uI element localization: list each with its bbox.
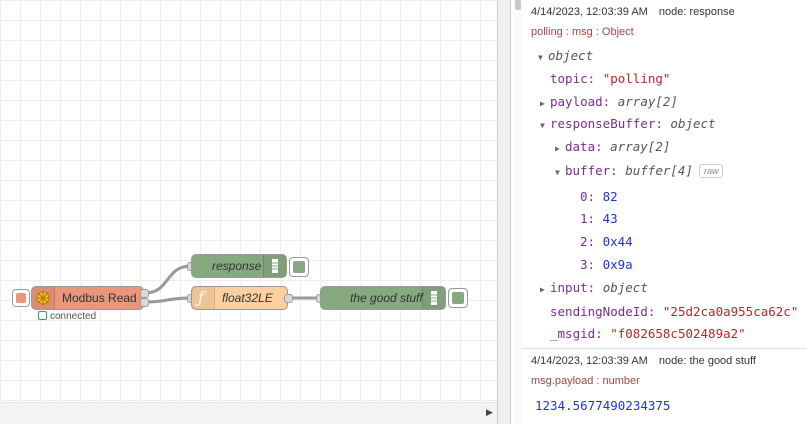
modbus-status: connected bbox=[38, 311, 96, 322]
response-label: response bbox=[212, 259, 262, 273]
buffer-entry-1: 1: 43 bbox=[580, 211, 618, 226]
buffer-entry-3: 3: 0x9a bbox=[580, 257, 633, 272]
buffer-entry-0: 0: 82 bbox=[580, 189, 618, 204]
input-row[interactable]: ▶input: object bbox=[540, 280, 648, 295]
debug-panel: 4/14/2023, 12:03:39 AM node: response po… bbox=[522, 0, 807, 424]
modbus-icon bbox=[36, 291, 50, 305]
debug-list-icon bbox=[431, 291, 437, 305]
expand-down-icon[interactable]: ▼ bbox=[540, 121, 545, 130]
message1-topic: polling : msg : Object bbox=[531, 26, 634, 38]
function-icon-box: ƒ bbox=[192, 287, 215, 309]
message1-header: 4/14/2023, 12:03:39 AM node: response bbox=[531, 6, 735, 18]
buffer-entry-2: 2: 0x44 bbox=[580, 234, 633, 249]
goodstuff-icon-box bbox=[422, 287, 445, 309]
debug-list-icon bbox=[272, 259, 278, 273]
message1-timestamp: 4/14/2023, 12:03:39 AM bbox=[531, 6, 648, 18]
goodstuff-label: the good stuff bbox=[350, 291, 423, 305]
modbus-read-label: Modbus Read bbox=[62, 291, 137, 305]
flow-workspace[interactable]: Modbus Read connected response ƒ float32… bbox=[0, 0, 497, 424]
msgid-row: _msgid: "f082658c502489a2" bbox=[550, 326, 746, 341]
function-icon: ƒ bbox=[198, 288, 204, 307]
responsebuffer-row[interactable]: ▼responseBuffer: object bbox=[540, 116, 716, 131]
data-row[interactable]: ▶data: array[2] bbox=[555, 139, 671, 154]
message1-node[interactable]: node: response bbox=[658, 6, 735, 18]
buffer-row[interactable]: ▼buffer: buffer[4]raw bbox=[555, 163, 724, 178]
raw-toggle-button[interactable]: raw bbox=[698, 164, 724, 178]
status-text: connected bbox=[50, 311, 97, 322]
response-icon-box bbox=[263, 255, 286, 277]
wire-modbus-float bbox=[144, 296, 192, 304]
scrollbar-thumb[interactable] bbox=[515, 0, 521, 10]
tree-root-row[interactable]: ▼object bbox=[538, 48, 594, 63]
modbus-read-node[interactable]: Modbus Read bbox=[31, 286, 144, 310]
message2-value: 1234.5677490234375 bbox=[535, 398, 671, 413]
float32le-function-node[interactable]: ƒ float32LE bbox=[191, 286, 288, 310]
flow-wires bbox=[144, 264, 320, 304]
message-separator bbox=[522, 348, 807, 349]
message2-topic: msg.payload : number bbox=[531, 375, 640, 387]
expand-right-icon[interactable]: ▶ bbox=[540, 99, 545, 108]
float32le-label: float32LE bbox=[222, 291, 273, 305]
status-connected-icon bbox=[38, 311, 47, 320]
modbus-output-port-2[interactable] bbox=[140, 298, 149, 307]
modbus-output-port-1[interactable] bbox=[140, 289, 149, 298]
debug-vertical-scrollbar[interactable] bbox=[514, 0, 522, 424]
expand-right-icon[interactable]: ▶ bbox=[555, 144, 560, 153]
payload-row[interactable]: ▶payload: array[2] bbox=[540, 94, 678, 109]
wire-modbus-response bbox=[144, 264, 192, 295]
response-toggle-button[interactable] bbox=[289, 257, 309, 277]
message2-header: 4/14/2023, 12:03:39 AM node: the good st… bbox=[531, 355, 756, 367]
sendingnodeid-row: sendingNodeId: "25d2ca0a955ca62c" bbox=[550, 304, 799, 319]
goodstuff-debug-node[interactable]: the good stuff bbox=[320, 286, 446, 310]
topic-row: topic: "polling" bbox=[550, 71, 671, 86]
message2-node[interactable]: node: the good stuff bbox=[658, 355, 756, 367]
message2-timestamp: 4/14/2023, 12:03:39 AM bbox=[531, 355, 648, 367]
goodstuff-toggle-button[interactable] bbox=[448, 288, 468, 308]
expand-down-icon[interactable]: ▼ bbox=[538, 53, 543, 62]
modbus-inject-button[interactable] bbox=[12, 289, 30, 307]
sidebar-splitter[interactable] bbox=[497, 0, 511, 424]
expand-right-icon[interactable]: ▶ bbox=[540, 285, 545, 294]
scroll-right-arrow-icon[interactable]: ▶ bbox=[486, 407, 493, 417]
workspace-horizontal-scrollbar[interactable]: ▶ bbox=[0, 402, 497, 424]
modbus-node-icon-box bbox=[32, 287, 55, 309]
response-debug-node[interactable]: response bbox=[191, 254, 287, 278]
float-output-port[interactable] bbox=[284, 294, 293, 303]
expand-down-icon[interactable]: ▼ bbox=[555, 168, 560, 177]
